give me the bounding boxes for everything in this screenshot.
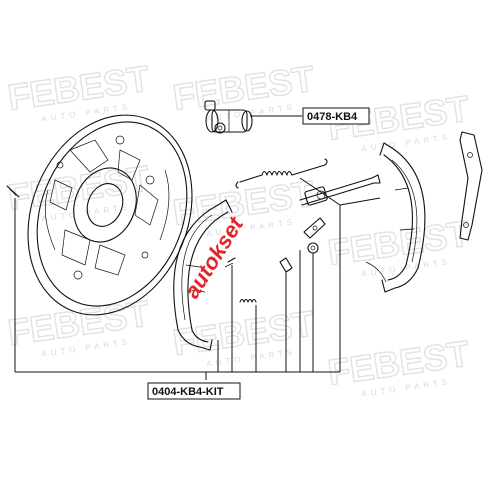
wheel-cylinder [204, 100, 253, 134]
brake-shoe-left [173, 199, 233, 351]
callout-wheel-cylinder: 0478-KB4 [302, 107, 370, 125]
leader-lines [14, 115, 381, 380]
return-spring [235, 158, 328, 189]
adjuster-lever [303, 217, 326, 239]
hold-down-pin [6, 185, 20, 198]
washer [307, 242, 319, 254]
parking-brake-lever [459, 131, 483, 241]
small-spring [239, 298, 257, 303]
watermark-group: FEBEST AUTO PARTS FEBEST AUTO PARTS FEBE… [5, 57, 473, 399]
callout-brake-kit-text: 0404-KB4-KIT [152, 386, 224, 398]
brake-shoe-right [365, 142, 426, 293]
callout-brake-kit: 0404-KB4-KIT [147, 382, 241, 400]
callout-wheel-cylinder-text: 0478-KB4 [307, 111, 358, 123]
retainer-spring [224, 257, 236, 268]
adjuster-strut [299, 174, 381, 206]
shoe-clip [279, 257, 293, 273]
backing-plate [27, 114, 193, 316]
